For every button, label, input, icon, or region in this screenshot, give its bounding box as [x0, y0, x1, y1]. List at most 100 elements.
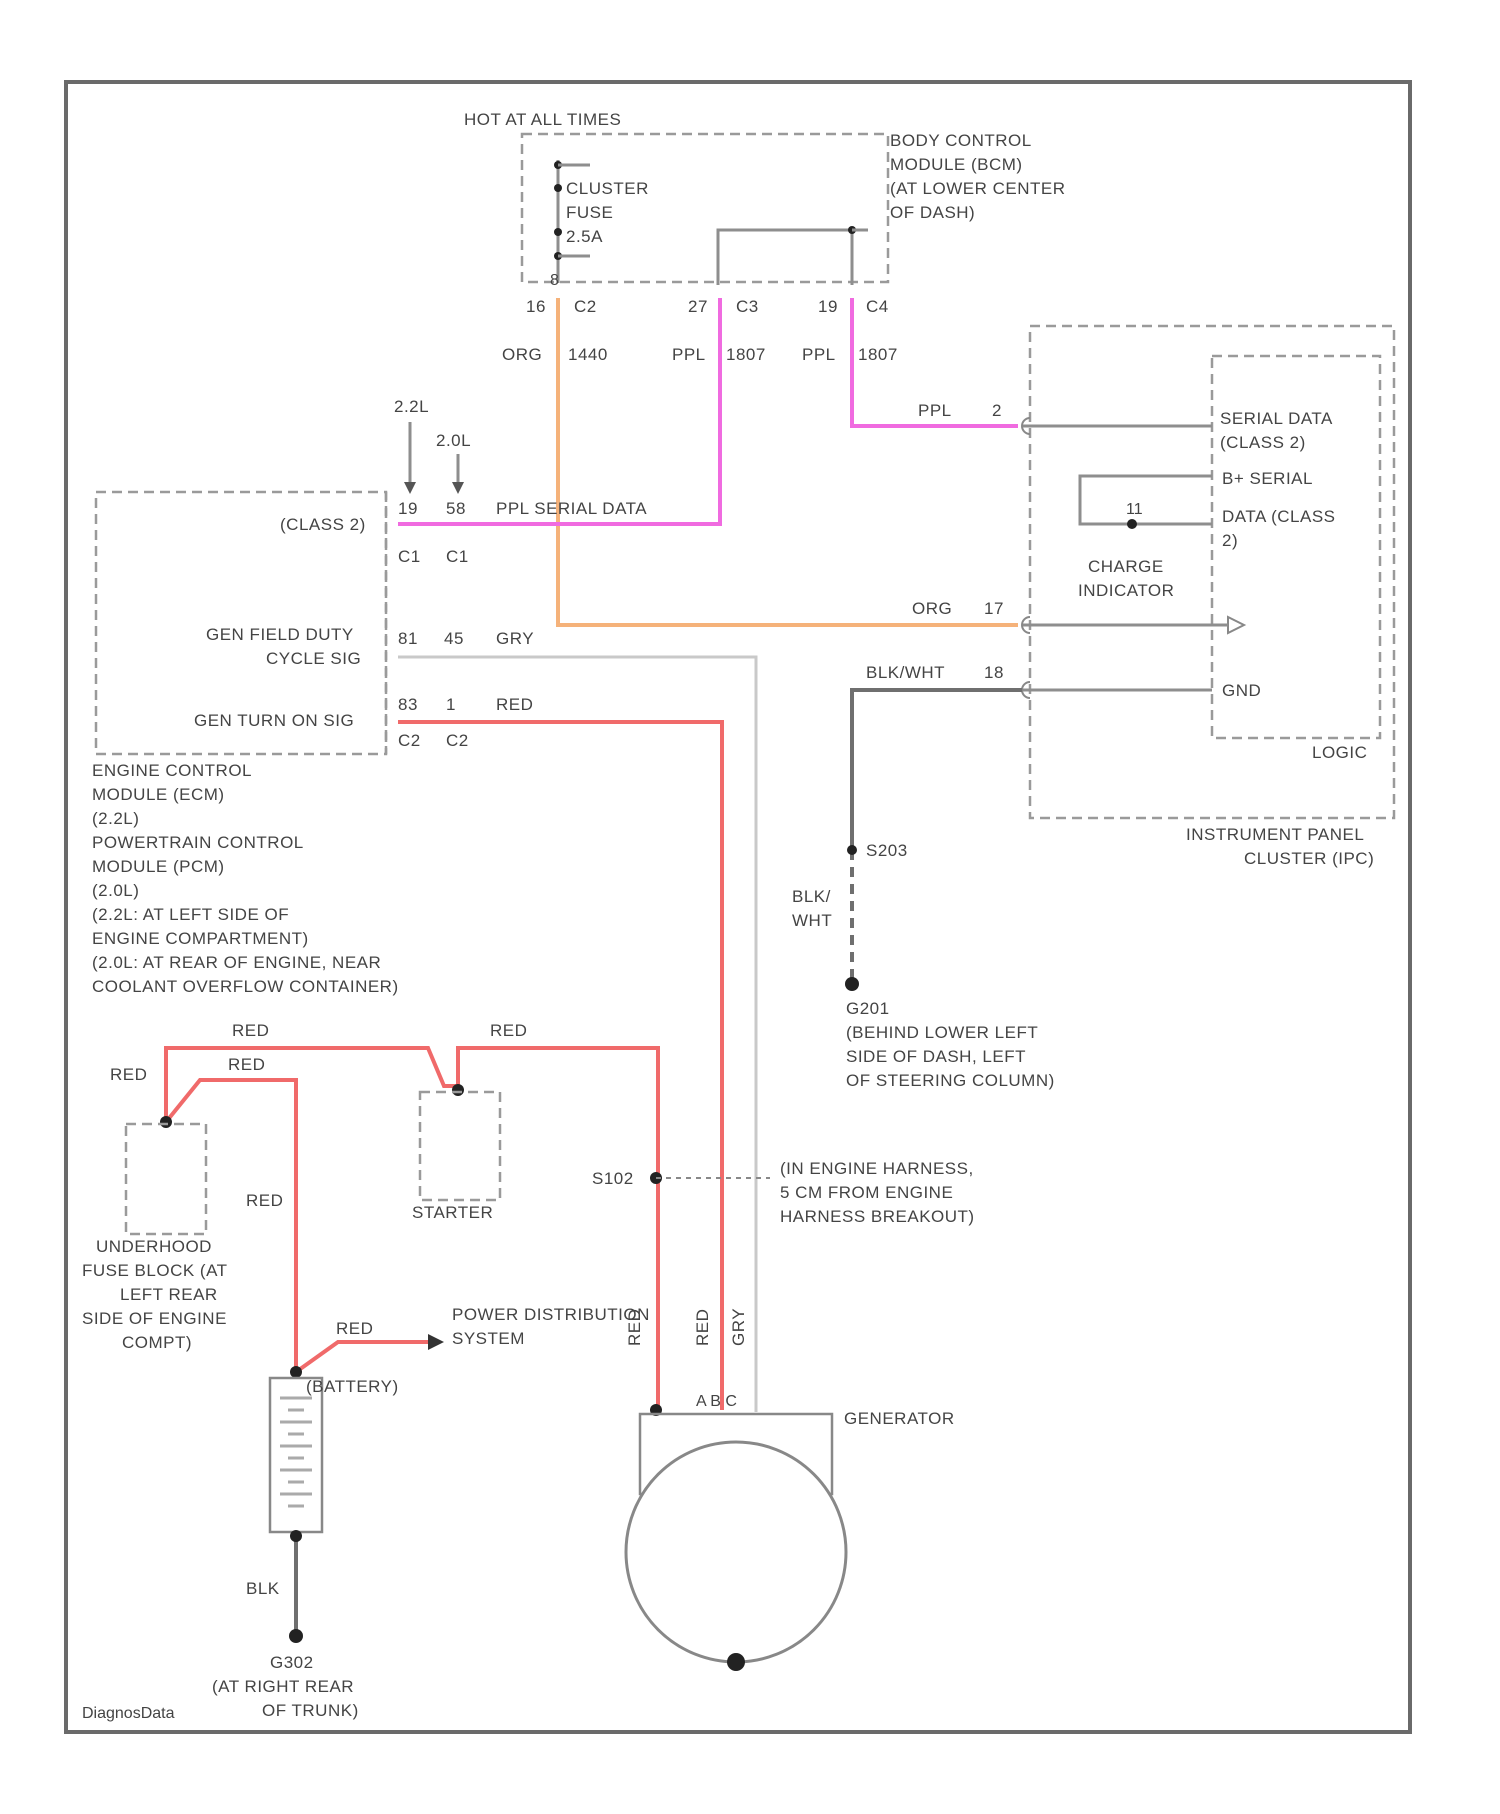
- svg-text:RED: RED: [232, 1021, 269, 1040]
- svg-text:(2.2L: AT LEFT SIDE OF: (2.2L: AT LEFT SIDE OF: [92, 905, 289, 924]
- svg-text:PPL: PPL: [918, 401, 952, 420]
- svg-text:(BEHIND LOWER LEFT: (BEHIND LOWER LEFT: [846, 1023, 1038, 1042]
- svg-text:(AT RIGHT REAR: (AT RIGHT REAR: [212, 1677, 354, 1696]
- svg-text:G201: G201: [846, 999, 890, 1018]
- body-control-module: HOT AT ALL TIMES BODY CONTROL MODULE (BC…: [464, 110, 1066, 316]
- svg-text:(BATTERY): (BATTERY): [306, 1377, 399, 1396]
- svg-text:SERIAL DATA: SERIAL DATA: [1220, 409, 1333, 428]
- svg-text:RED: RED: [246, 1191, 283, 1210]
- svg-text:INDICATOR: INDICATOR: [1078, 581, 1174, 600]
- svg-text:(AT LOWER CENTER: (AT LOWER CENTER: [890, 179, 1066, 198]
- svg-text:FUSE: FUSE: [566, 203, 613, 222]
- svg-text:RED: RED: [110, 1065, 147, 1084]
- svg-text:PPL: PPL: [672, 345, 706, 364]
- svg-text:GEN FIELD DUTY: GEN FIELD DUTY: [206, 625, 354, 644]
- svg-text:CHARGE: CHARGE: [1088, 557, 1164, 576]
- svg-text:RED: RED: [336, 1319, 373, 1338]
- battery-symbol: [270, 1378, 322, 1532]
- svg-text:58: 58: [446, 499, 466, 518]
- svg-text:(CLASS 2): (CLASS 2): [280, 515, 366, 534]
- svg-text:1: 1: [446, 695, 456, 714]
- svg-text:(CLASS 2): (CLASS 2): [1220, 433, 1306, 452]
- svg-text:C2: C2: [446, 731, 469, 750]
- svg-text:WHT: WHT: [792, 911, 832, 930]
- svg-text:C2: C2: [398, 731, 421, 750]
- instrument-panel-cluster: LOGIC INSTRUMENT PANEL CLUSTER (IPC) SER…: [866, 326, 1394, 868]
- hot-at-all-times-label: HOT AT ALL TIMES: [464, 110, 621, 129]
- svg-text:18: 18: [984, 663, 1004, 682]
- svg-text:1440: 1440: [568, 345, 608, 364]
- svg-text:GEN TURN ON SIG: GEN TURN ON SIG: [194, 711, 354, 730]
- svg-text:2.5A: 2.5A: [566, 227, 603, 246]
- svg-text:COOLANT OVERFLOW CONTAINER): COOLANT OVERFLOW CONTAINER): [92, 977, 399, 996]
- svg-text:CLUSTER: CLUSTER: [566, 179, 649, 198]
- cluster-fuse: CLUSTER FUSE 2.5A 8: [550, 160, 649, 289]
- svg-text:ORG: ORG: [912, 599, 952, 618]
- svg-text:MODULE (ECM): MODULE (ECM): [92, 785, 225, 804]
- svg-text:2): 2): [1222, 531, 1238, 550]
- svg-text:POWER DISTRIBUTION: POWER DISTRIBUTION: [452, 1305, 650, 1324]
- svg-text:16: 16: [526, 297, 546, 316]
- svg-text:C4: C4: [866, 297, 889, 316]
- svg-text:RED: RED: [693, 1309, 712, 1346]
- svg-text:5 CM FROM ENGINE: 5 CM FROM ENGINE: [780, 1183, 953, 1202]
- watermark: DiagnosData: [82, 1705, 175, 1722]
- svg-text:SIDE OF ENGINE: SIDE OF ENGINE: [82, 1309, 227, 1328]
- svg-text:83: 83: [398, 695, 418, 714]
- svg-text:SIDE OF DASH, LEFT: SIDE OF DASH, LEFT: [846, 1047, 1026, 1066]
- svg-text:27: 27: [688, 297, 708, 316]
- svg-text:BLK/WHT: BLK/WHT: [866, 663, 945, 682]
- generator: RED RED GRY A B C GENERATOR: [625, 1308, 955, 1671]
- svg-text:RED: RED: [496, 695, 533, 714]
- svg-text:1807: 1807: [858, 345, 898, 364]
- svg-text:GRY: GRY: [496, 629, 534, 648]
- svg-text:C3: C3: [736, 297, 759, 316]
- svg-text:LOGIC: LOGIC: [1312, 743, 1367, 762]
- svg-text:CLUSTER (IPC): CLUSTER (IPC): [1244, 849, 1374, 868]
- svg-text:ENGINE COMPARTMENT): ENGINE COMPARTMENT): [92, 929, 309, 948]
- svg-text:BODY CONTROL: BODY CONTROL: [890, 131, 1032, 150]
- svg-text:17: 17: [984, 599, 1004, 618]
- svg-text:INSTRUMENT PANEL: INSTRUMENT PANEL: [1186, 825, 1364, 844]
- svg-text:LEFT REAR: LEFT REAR: [120, 1285, 218, 1304]
- svg-text:BLK/: BLK/: [792, 887, 831, 906]
- svg-text:UNDERHOOD: UNDERHOOD: [96, 1237, 212, 1256]
- svg-text:CYCLE SIG: CYCLE SIG: [266, 649, 361, 668]
- svg-text:2.0L: 2.0L: [436, 431, 471, 450]
- svg-text:S203: S203: [866, 841, 908, 860]
- svg-text:ORG: ORG: [502, 345, 542, 364]
- orange-wire-1440: [558, 298, 1018, 625]
- gray-wire-gen-field: [398, 657, 756, 1412]
- svg-text:11: 11: [1126, 501, 1143, 518]
- svg-text:S102: S102: [592, 1169, 634, 1188]
- svg-text:A B C: A B C: [696, 1393, 737, 1410]
- svg-text:RED: RED: [490, 1021, 527, 1040]
- svg-text:RED: RED: [228, 1055, 265, 1074]
- svg-text:(2.0L): (2.0L): [92, 881, 139, 900]
- svg-text:19: 19: [398, 499, 418, 518]
- svg-text:GENERATOR: GENERATOR: [844, 1409, 955, 1428]
- ipc-ground-path: S203 BLK/ WHT G201 (BEHIND LOWER LEFT SI…: [792, 690, 1055, 1090]
- svg-text:2: 2: [992, 401, 1002, 420]
- svg-text:OF TRUNK): OF TRUNK): [262, 1701, 359, 1720]
- svg-text:(2.0L: AT REAR OF ENGINE, NEAR: (2.0L: AT REAR OF ENGINE, NEAR: [92, 953, 381, 972]
- svg-text:1807: 1807: [726, 345, 766, 364]
- svg-text:19: 19: [818, 297, 838, 316]
- svg-text:SYSTEM: SYSTEM: [452, 1329, 525, 1348]
- svg-text:POWERTRAIN CONTROL: POWERTRAIN CONTROL: [92, 833, 304, 852]
- svg-text:ENGINE CONTROL: ENGINE CONTROL: [92, 761, 252, 780]
- svg-text:2.2L: 2.2L: [394, 397, 429, 416]
- svg-text:GRY: GRY: [729, 1308, 748, 1346]
- svg-text:HARNESS BREAKOUT): HARNESS BREAKOUT): [780, 1207, 975, 1226]
- engine-control-module: 2.2L 2.0L 19 58 PPL SERIAL DATA (CLASS 2…: [92, 397, 647, 996]
- svg-text:OF DASH): OF DASH): [890, 203, 975, 222]
- svg-text:STARTER: STARTER: [412, 1203, 493, 1222]
- svg-text:COMPT): COMPT): [122, 1333, 192, 1352]
- svg-text:(2.2L): (2.2L): [92, 809, 139, 828]
- svg-text:RED: RED: [625, 1309, 644, 1346]
- svg-text:PPL: PPL: [802, 345, 836, 364]
- svg-text:(IN ENGINE HARNESS,: (IN ENGINE HARNESS,: [780, 1159, 974, 1178]
- svg-text:C2: C2: [574, 297, 597, 316]
- svg-text:OF STEERING COLUMN): OF STEERING COLUMN): [846, 1071, 1055, 1090]
